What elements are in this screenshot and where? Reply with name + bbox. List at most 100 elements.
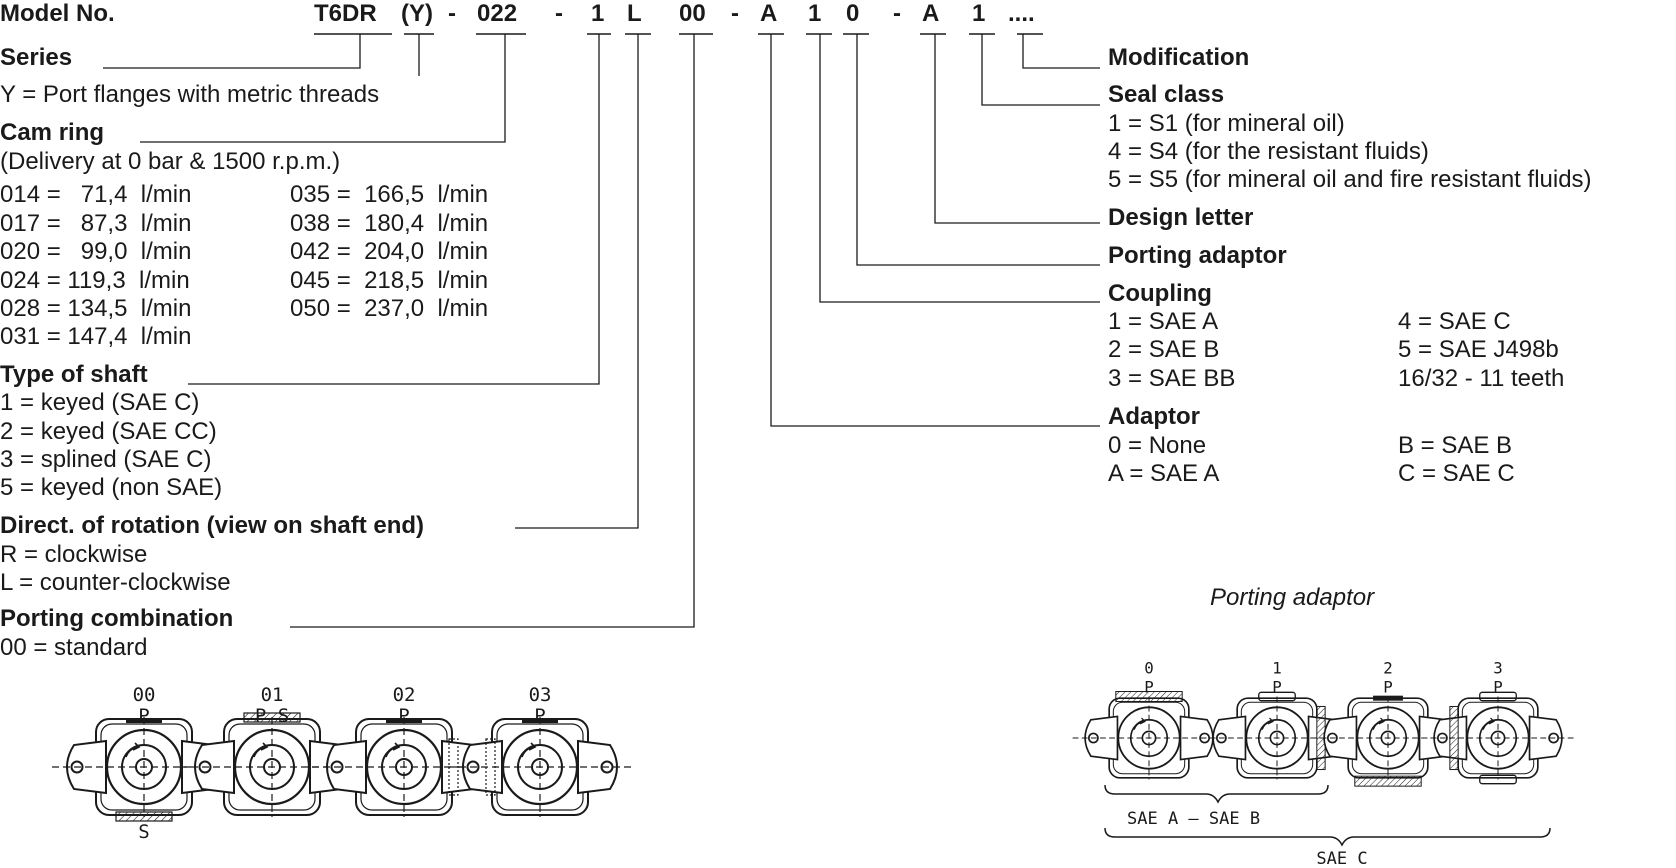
- code-dash-3: -: [731, 0, 739, 27]
- combination-figure-00: 00 P S: [50, 684, 238, 843]
- combination-top: P: [534, 705, 545, 727]
- code-seal-class: 1: [972, 0, 986, 27]
- cam-ring-subtitle: (Delivery at 0 bar & 1500 r.p.m.): [0, 148, 341, 175]
- brace-label-sae-c: SAE C: [1316, 849, 1367, 868]
- leader-series: [103, 34, 361, 69]
- porting-adaptor-caption: Porting adaptor: [1210, 584, 1375, 611]
- adaptor-figure-2: 2 P: [1310, 658, 1466, 787]
- combination-code: 02: [393, 684, 416, 706]
- adaptor-figure-3: 3 P: [1420, 658, 1576, 785]
- cam-ring-left-0: 014 = 71,4 l/min: [0, 181, 192, 208]
- combination-top: P: [138, 705, 149, 727]
- coupling-right-0: 4 = SAE C: [1398, 308, 1511, 335]
- seal-class-line-0: 1 = S1 (for mineral oil): [1108, 110, 1345, 137]
- brace-sae-a-sae-b: [1104, 784, 1329, 804]
- shaft-line-0: 1 = keyed (SAE C): [0, 389, 200, 416]
- cam-ring-right-4: 050 = 237,0 l/min: [290, 295, 489, 322]
- leader-modification: [1022, 34, 1100, 69]
- combination-code: 03: [529, 684, 552, 706]
- leader-lines-left: [103, 34, 695, 628]
- model-number-label: Model No.: [0, 0, 115, 27]
- cam-ring-left-2: 020 = 99,0 l/min: [0, 238, 192, 265]
- shaft-line-1: 2 = keyed (SAE CC): [0, 418, 217, 445]
- coupling-left-2: 3 = SAE BB: [1108, 365, 1236, 392]
- shaft-title: Type of shaft: [0, 361, 148, 388]
- code-series: T6DR: [314, 0, 377, 27]
- rotation-line-1: L = counter-clockwise: [0, 569, 231, 596]
- series-line: Y = Port flanges with metric threads: [0, 81, 380, 108]
- series-title: Series: [0, 44, 73, 71]
- code-shaft: 1: [591, 0, 605, 27]
- leader-seal-class: [981, 34, 1100, 106]
- adaptor-left-0: 0 = None: [1108, 432, 1207, 459]
- cam-ring-left-3: 024 = 119,3 l/min: [0, 267, 190, 294]
- seal-class-line-1: 4 = S4 (for the resistant fluids): [1108, 138, 1429, 165]
- porting-combination-line: 00 = standard: [0, 634, 148, 661]
- leader-lines-right: [770, 34, 1100, 427]
- adaptor-figure-code: 0: [1144, 658, 1154, 677]
- cam-ring-right-2: 042 = 204,0 l/min: [290, 238, 489, 265]
- leader-coupling: [819, 34, 1100, 303]
- code-dash-1: -: [448, 0, 456, 27]
- cam-ring-left-5: 031 = 147,4 l/min: [0, 323, 192, 350]
- code-design-letter: A: [922, 0, 940, 27]
- porting-combination-title: Porting combination: [0, 605, 234, 632]
- adaptor-right-0: B = SAE B: [1398, 432, 1513, 459]
- adaptor-right-1: C = SAE C: [1398, 460, 1515, 487]
- coupling-title: Coupling: [1108, 280, 1212, 307]
- code-porting-adaptor: 0: [846, 0, 860, 27]
- adaptor-figure-top: P: [1144, 677, 1154, 696]
- adaptor-figure-code: 3: [1493, 658, 1503, 677]
- code-metric: (Y): [401, 0, 433, 27]
- cam-ring-title: Cam ring: [0, 119, 105, 146]
- brace-sae-c: [1104, 827, 1551, 847]
- combination-figure-01: 01 P S: [178, 684, 366, 819]
- modification-title: Modification: [1108, 44, 1250, 71]
- combination-figure-03: 03 P: [446, 684, 634, 819]
- adaptor-left-1: A = SAE A: [1108, 460, 1220, 487]
- brace-label-sae-a-sae-b: SAE A – SAE B: [1127, 809, 1260, 829]
- code-modification: ....: [1008, 0, 1035, 27]
- adaptor-figure-top: P: [1272, 677, 1282, 696]
- leader-design-letter: [934, 34, 1100, 224]
- adaptor-title: Adaptor: [1108, 403, 1200, 430]
- coupling-right-2: 16/32 - 11 teeth: [1398, 365, 1565, 392]
- coupling-left-0: 1 = SAE A: [1108, 308, 1219, 335]
- adaptor-figure-code: 1: [1272, 658, 1282, 677]
- seal-class-title: Seal class: [1108, 81, 1225, 108]
- coupling-left-1: 2 = SAE B: [1108, 336, 1220, 363]
- code-adaptor: A: [760, 0, 778, 27]
- leader-cam-ring: [140, 34, 506, 143]
- code-porting-combination: 00: [679, 0, 706, 27]
- adaptor-figure-0: 0 P: [1071, 658, 1227, 781]
- combination-code: 01: [261, 684, 284, 706]
- combination-bottom: S: [138, 821, 149, 843]
- shaft-line-2: 3 = splined (SAE C): [0, 446, 212, 473]
- leader-rotation: [515, 34, 639, 529]
- combination-top: P: [398, 705, 409, 727]
- combination-code: 00: [133, 684, 156, 706]
- cam-ring-right-3: 045 = 218,5 l/min: [290, 267, 489, 294]
- coupling-right-1: 5 = SAE J498b: [1398, 336, 1559, 363]
- rotation-line-0: R = clockwise: [0, 541, 148, 568]
- code-cam-ring: 022: [477, 0, 518, 27]
- shaft-line-3: 5 = keyed (non SAE): [0, 474, 223, 501]
- code-coupling: 1: [808, 0, 822, 27]
- code-rotation: L: [627, 0, 642, 27]
- leader-shaft: [188, 34, 600, 385]
- leader-porting-adaptor: [856, 34, 1100, 266]
- adaptor-figure-top: P: [1493, 677, 1503, 696]
- adaptor-figure-code: 2: [1383, 658, 1393, 677]
- code-dash-4: -: [893, 0, 901, 27]
- code-dash-2: -: [555, 0, 563, 27]
- leader-porting-combination: [290, 34, 695, 628]
- leader-adaptor: [770, 34, 1100, 427]
- rotation-title: Direct. of rotation (view on shaft end): [0, 512, 425, 539]
- porting-adaptor-title: Porting adaptor: [1108, 242, 1287, 269]
- cam-ring-right-0: 035 = 166,5 l/min: [290, 181, 489, 208]
- cam-ring-right-1: 038 = 180,4 l/min: [290, 210, 489, 237]
- design-letter-title: Design letter: [1108, 204, 1254, 231]
- adaptor-figure-top: P: [1383, 677, 1393, 696]
- cam-ring-left-4: 028 = 134,5 l/min: [0, 295, 192, 322]
